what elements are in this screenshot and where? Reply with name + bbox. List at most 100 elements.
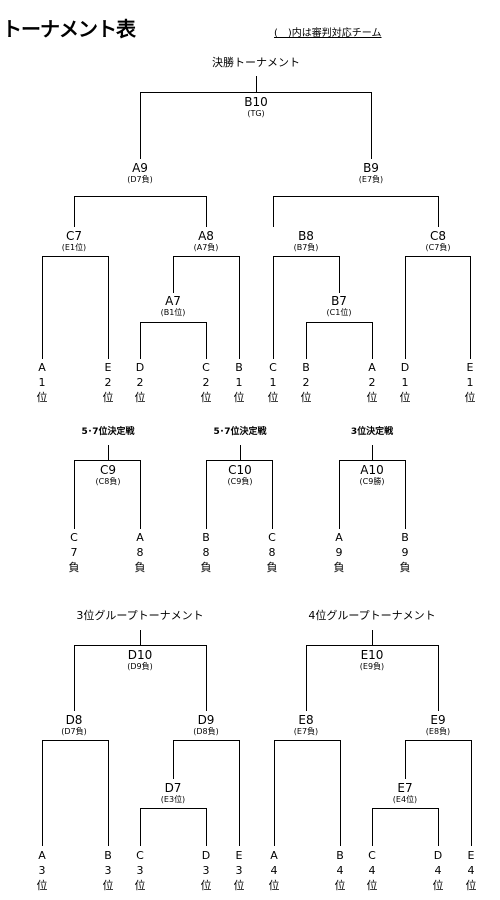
section-g4-title: 4位グループトーナメント: [308, 609, 436, 622]
bracket-line-14: [173, 256, 174, 293]
match-b7-referee: (C1位): [326, 308, 352, 317]
bracket-line-13: [173, 256, 240, 257]
match-c8-referee: (C7負): [425, 243, 451, 252]
bracket-line-60: [405, 740, 472, 741]
bracket-line-64: [372, 808, 373, 846]
bracket-line-12: [108, 256, 109, 359]
bracket-line-2: [140, 92, 141, 159]
bracket-line-50: [140, 808, 207, 809]
match-c8-label: C8: [429, 229, 446, 243]
bracket-line-53: [372, 630, 373, 646]
match-d8-referee: (D7負): [61, 727, 87, 736]
bracket-line-23: [140, 322, 141, 359]
match-e7-label: E7: [397, 781, 413, 795]
match-e10-referee: (E9負): [359, 662, 385, 671]
match-a10-label: A10: [360, 463, 384, 477]
bracket-line-38: [339, 460, 340, 529]
match-a10-referee: (C9勝): [359, 477, 385, 486]
bracket-line-45: [42, 740, 43, 846]
bracket-line-5: [273, 196, 439, 197]
match-a9-label: A9: [132, 161, 148, 175]
bracket-line-27: [372, 322, 373, 359]
bracket-line-62: [471, 740, 472, 846]
match-d9-label: D9: [197, 713, 215, 727]
bracket-line-25: [306, 322, 373, 323]
bracket-line-17: [273, 256, 274, 359]
bracket-line-19: [405, 256, 471, 257]
bracket-line-31: [140, 460, 141, 529]
bracket-line-41: [74, 645, 207, 646]
match-d10-label: D10: [127, 648, 153, 662]
match-d7-referee: (E3位): [160, 795, 186, 804]
bracket-line-46: [108, 740, 109, 846]
bracket-line-1: [140, 92, 372, 93]
bracket-line-26: [306, 322, 307, 359]
match-d9-referee: (D8負): [193, 727, 219, 736]
bracket-line-3: [371, 92, 372, 159]
bracket-line-47: [173, 740, 240, 741]
section-p57b-title: 5･7位決定戦: [213, 427, 267, 437]
bracket-line-10: [42, 256, 109, 257]
bracket-line-36: [372, 445, 373, 461]
bracket-line-11: [42, 256, 43, 359]
bracket-line-33: [206, 460, 273, 461]
bracket-line-15: [239, 256, 240, 359]
match-e9-referee: (E8負): [425, 727, 451, 736]
referee-legend: ( )内は審判対応チーム: [274, 28, 382, 39]
bracket-line-16: [273, 256, 340, 257]
bracket-line-49: [239, 740, 240, 846]
match-c9-referee: (C8負): [95, 477, 121, 486]
match-a9-referee: (D7負): [127, 175, 153, 184]
match-c10-referee: (C9負): [227, 477, 253, 486]
match-b10-referee: (TG): [247, 109, 265, 118]
match-a8-label: A8: [198, 229, 214, 243]
bracket-line-44: [42, 740, 109, 741]
match-b9-label: B9: [363, 161, 379, 175]
bracket-line-8: [273, 196, 274, 227]
bracket-line-7: [206, 196, 207, 227]
bracket-line-63: [372, 808, 439, 809]
match-c7-label: C7: [65, 229, 82, 243]
bracket-line-51: [140, 808, 141, 846]
match-a7-label: A7: [165, 294, 181, 308]
match-c10-label: C10: [228, 463, 252, 477]
bracket-line-35: [272, 460, 273, 529]
match-e8-referee: (E7負): [293, 727, 319, 736]
bracket-line-9: [438, 196, 439, 227]
bracket-line-65: [438, 808, 439, 846]
match-b7-label: B7: [331, 294, 347, 308]
match-a8-referee: (A7負): [193, 243, 219, 252]
match-a7-referee: (B1位): [160, 308, 186, 317]
match-d10-referee: (D9負): [127, 662, 153, 671]
bracket-line-32: [240, 445, 241, 461]
bracket-line-18: [339, 256, 340, 293]
match-b9-referee: (E7負): [358, 175, 384, 184]
match-e10-label: E10: [360, 648, 384, 662]
bracket-line-0: [256, 76, 257, 93]
bracket-line-29: [74, 460, 141, 461]
bracket-line-28: [108, 445, 109, 461]
bracket-line-61: [405, 740, 406, 779]
bracket-line-52: [206, 808, 207, 846]
section-final-title: 決勝トーナメント: [212, 56, 300, 69]
bracket-line-30: [74, 460, 75, 529]
bracket-line-4: [74, 196, 207, 197]
bracket-line-43: [206, 645, 207, 711]
bracket-line-37: [339, 460, 406, 461]
